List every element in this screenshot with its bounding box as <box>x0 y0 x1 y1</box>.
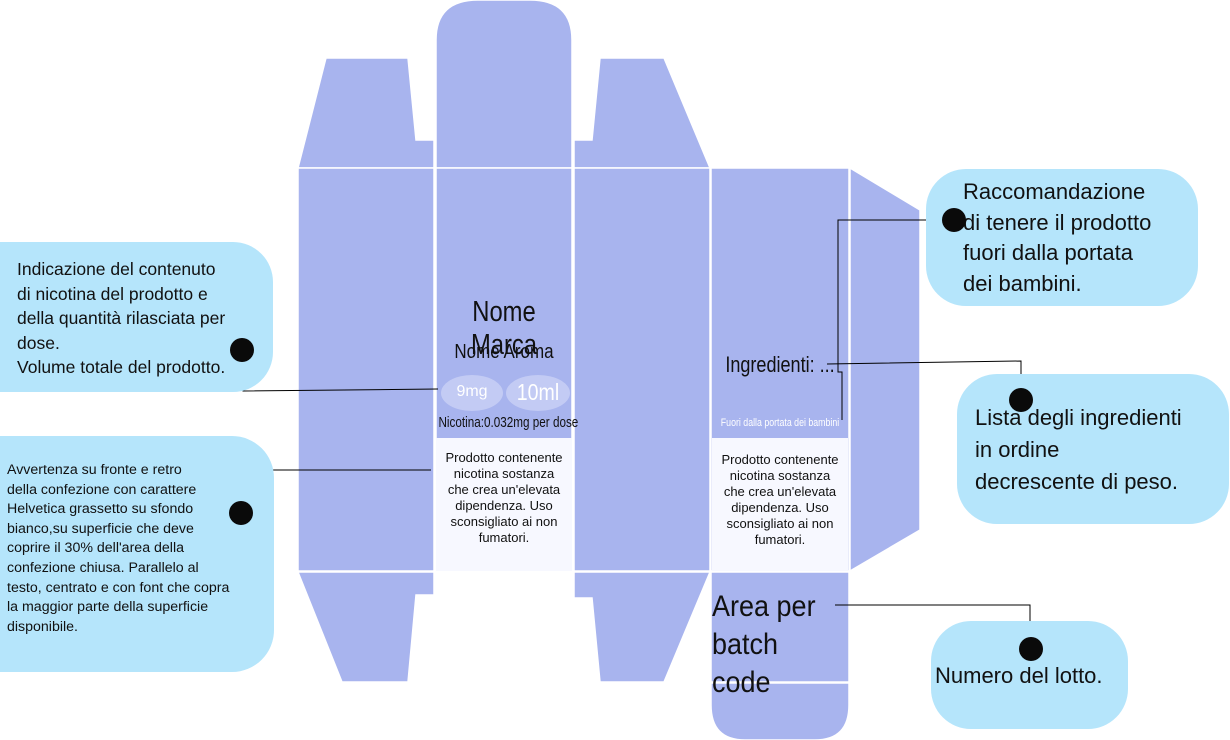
callout-ingredients-marker <box>1009 388 1033 412</box>
callout-ingredients-text: Lista degli ingredienti in ordine decres… <box>975 405 1182 494</box>
nicotine-per-dose: Nicotina:0.032mg per dose <box>438 414 579 431</box>
callout-warning <box>0 436 274 672</box>
batch-area-label: Area per batch code <box>712 590 816 699</box>
callout-warning-text: Avvertenza su fronte e retro della confe… <box>7 462 230 635</box>
callout-nicotine-marker <box>230 338 254 362</box>
callout-children <box>926 169 1198 306</box>
back-warning-area <box>712 438 848 571</box>
callout-ingredients <box>957 374 1229 524</box>
back-warning-text: Prodotto contenente nicotina sostanza ch… <box>721 452 839 547</box>
top-left-flap <box>297 57 435 169</box>
callout-warning-marker <box>229 501 253 525</box>
callout-children-marker <box>942 208 966 232</box>
keep-away-label: Fuori dalla portata dei bambini <box>720 417 840 429</box>
brand-name: Nome Marca <box>470 296 538 361</box>
glue-flap <box>849 166 921 573</box>
nicotine-badge <box>441 375 503 411</box>
top-tuck-flap <box>435 0 573 169</box>
leader-children <box>837 219 955 420</box>
callout-batch-marker <box>1019 637 1043 661</box>
nicotine-value: 9mg <box>456 383 488 400</box>
bottom-tuck-flap <box>710 682 850 740</box>
side-panel-middle <box>573 167 711 572</box>
callout-batch-text: Numero del lotto. <box>935 663 1103 688</box>
callout-nicotine-text: Indicazione del contenuto di nicotina de… <box>17 259 226 377</box>
front-warning-area <box>436 438 572 571</box>
front-warning-text: Prodotto contenente nicotina sostanza ch… <box>445 450 563 545</box>
callout-nicotine <box>0 242 273 392</box>
side-panel-left <box>297 167 435 572</box>
bottom-left-flap <box>296 571 435 683</box>
top-right-flap <box>573 57 712 169</box>
volume-value: 10ml <box>516 379 560 405</box>
ingredients-label: Ingredienti: ... <box>725 352 835 377</box>
callout-children-text: Raccomandazione di tenere il prodotto fu… <box>963 179 1152 296</box>
bottom-right-flap <box>573 571 712 683</box>
bottom-batch-panel <box>710 571 850 683</box>
flavor-name: Nome Aroma <box>454 341 554 363</box>
volume-badge <box>506 375 570 411</box>
